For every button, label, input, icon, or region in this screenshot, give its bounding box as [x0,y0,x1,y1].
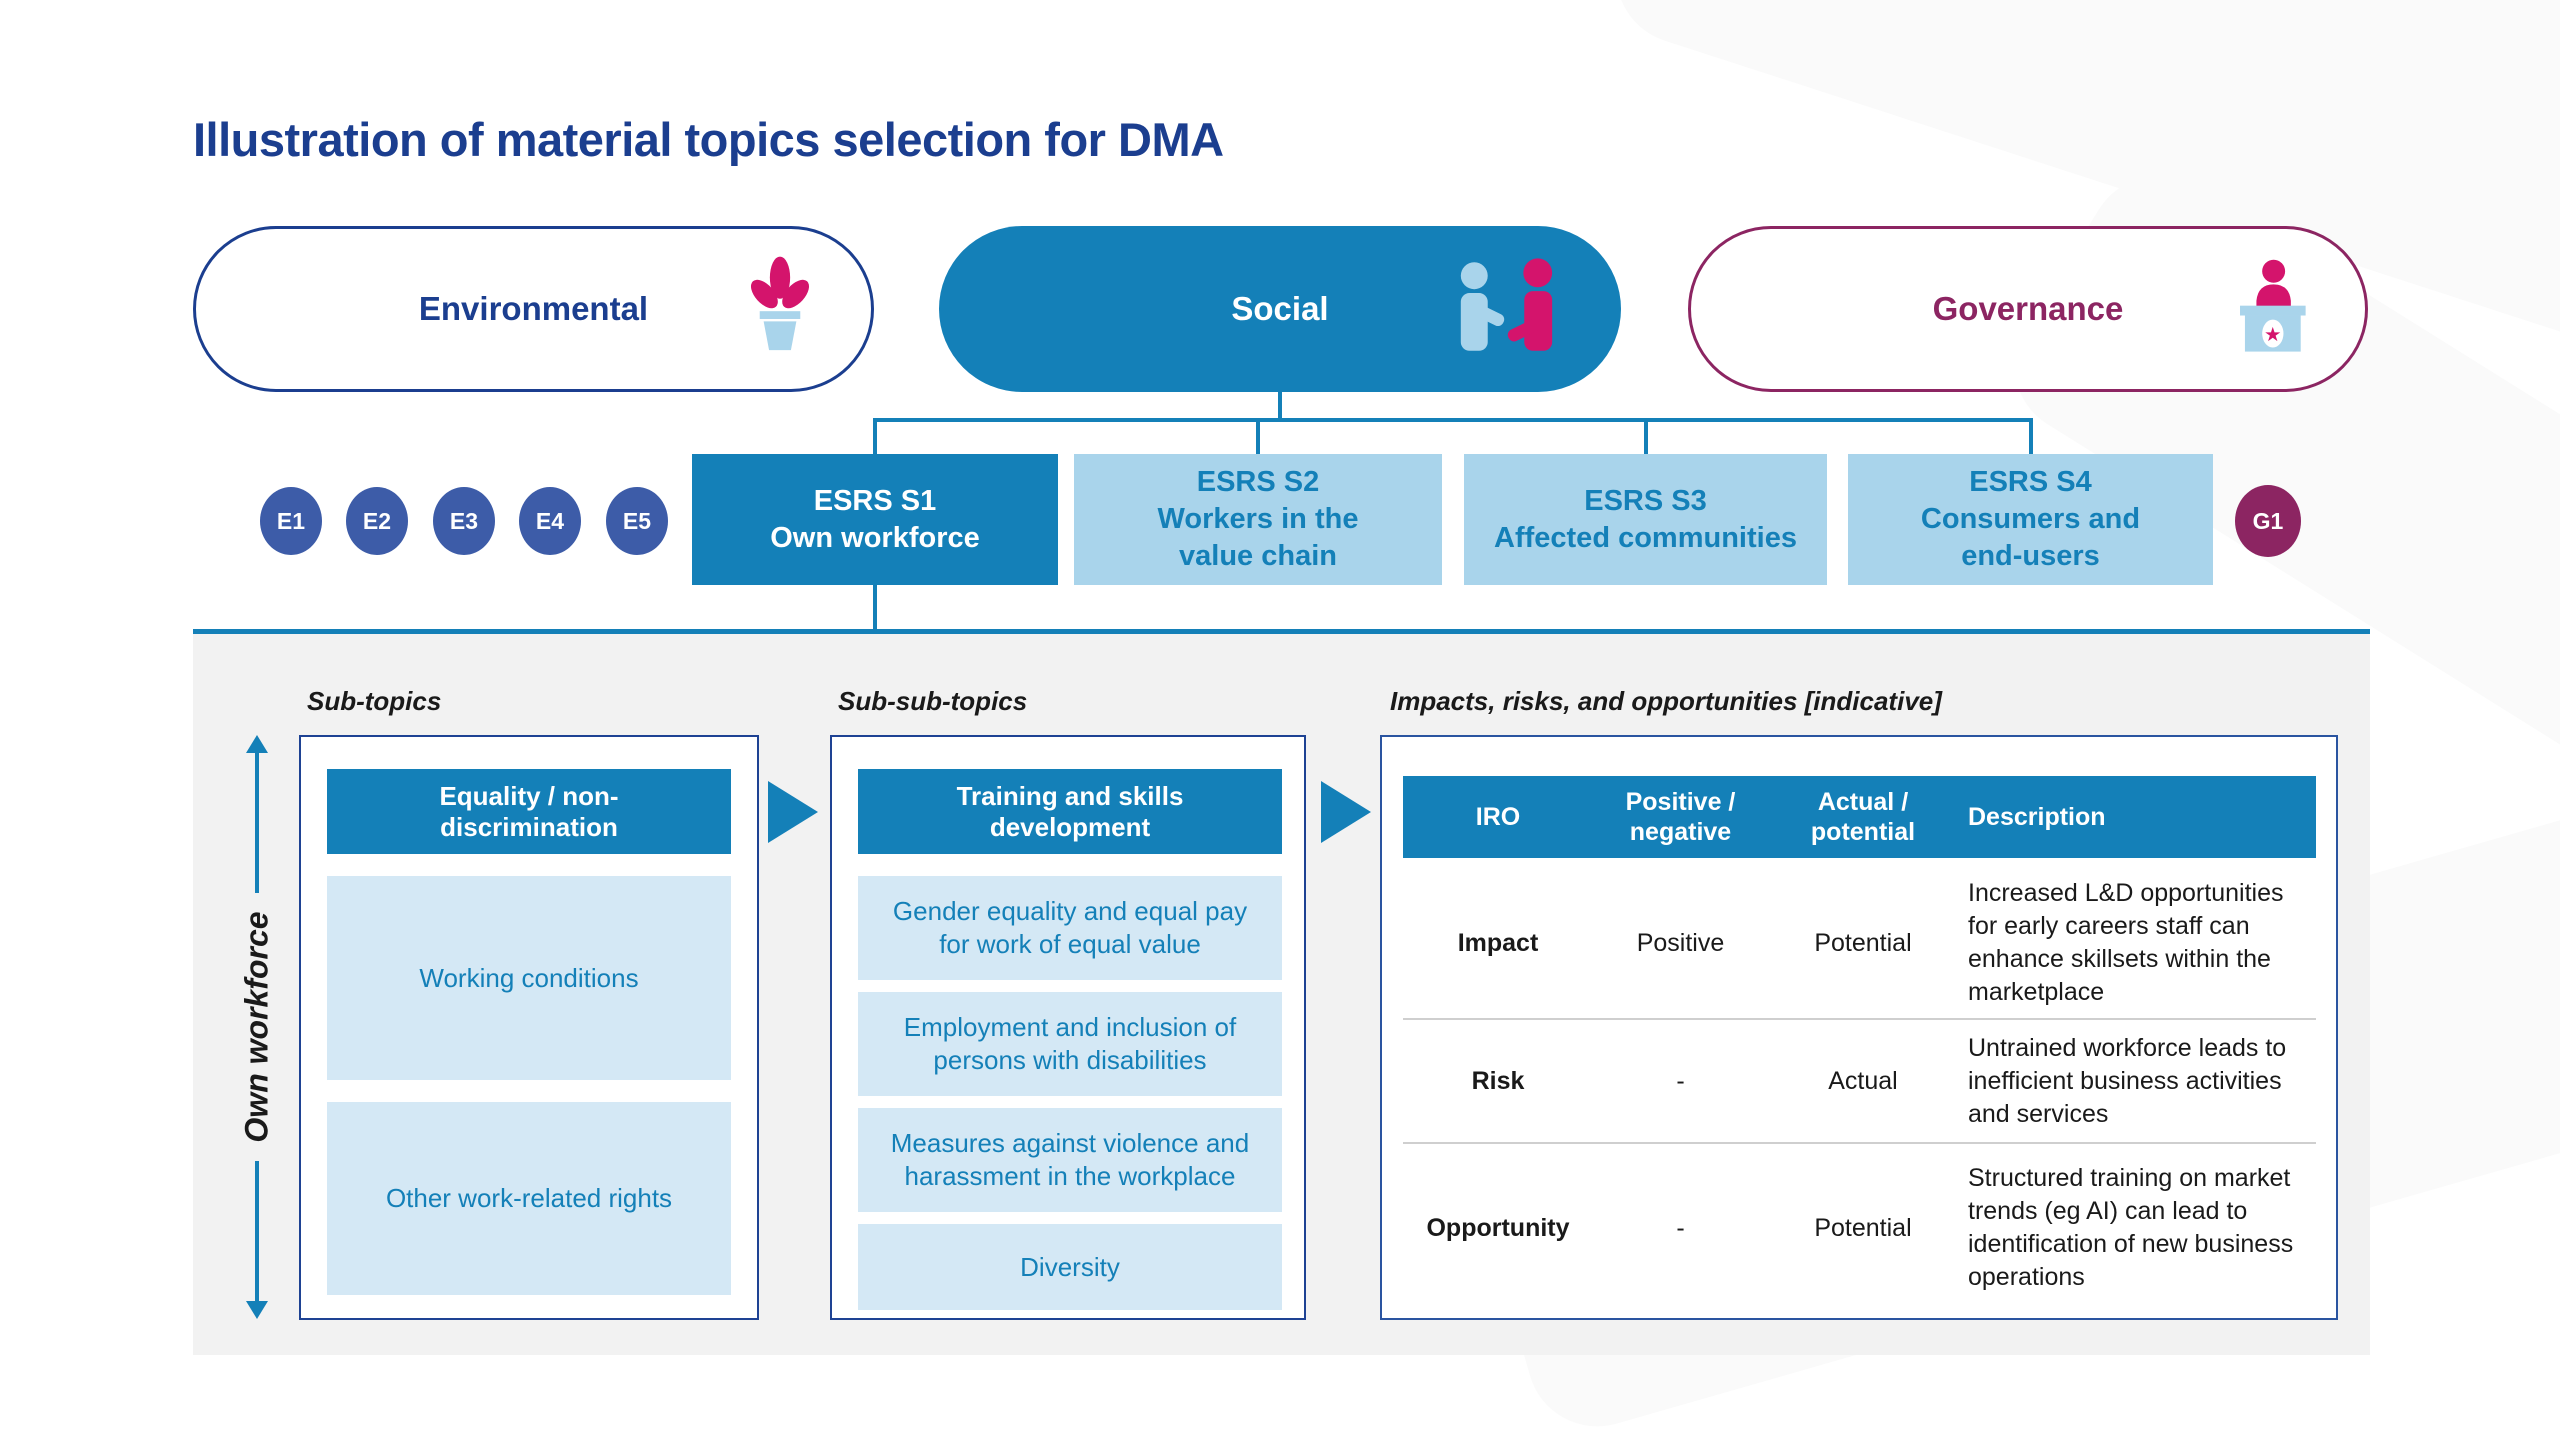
iro-col-header: Description [1958,802,2316,832]
esrs-s2-name: Workers in the value chain [1157,503,1359,572]
iro-col-header: Actual / potential [1768,787,1958,847]
pillar-environmental: Environmental [193,226,874,392]
subtopics-container: Equality / non-discrimination Working co… [299,735,759,1320]
badge-e2: E2 [346,487,408,555]
iro-table: IRO Positive / negative Actual / potenti… [1380,735,2338,1320]
badge-e1: E1 [260,487,322,555]
iro-table-row: Risk - Actual Untrained workforce leads … [1403,1020,2316,1142]
esrs-s3-box: ESRS S3 Affected communities [1464,454,1827,585]
subsubtopic-selected: Training and skills development [858,769,1282,854]
connector-drop-s3 [1644,422,1648,455]
badge-e3: E3 [433,487,495,555]
pillar-governance: Governance ★ [1688,226,2368,392]
connector-s1-to-panel [873,585,877,634]
iro-row-description: Structured training on market trends (eg… [1968,1164,2294,1291]
iro-row-description: Untrained workforce leads to inefficient… [1968,1033,2287,1128]
iro-row-type: Risk [1471,1066,1525,1095]
badge-e2-label: E2 [362,507,392,534]
iro-row-posneg: - [1676,1213,1685,1242]
page-title: Illustration of material topics selectio… [193,113,1224,166]
subsubtopic-item: Measures against violence and harassment… [858,1108,1282,1212]
iro-row-actpot: Potential [1814,928,1912,957]
axis-line-bottom [255,1161,259,1303]
badge-g1-label: G1 [2252,507,2284,534]
iro-col-header-label: Actual / potential [1810,788,1916,846]
handshake-people-icon [1443,257,1569,362]
iro-heading: Impacts, risks, and opportunities [indic… [1390,686,1942,716]
iro-col-header-label: IRO [1475,803,1521,831]
flow-arrow-icon [768,781,818,843]
subsubtopic-item: Diversity [858,1224,1282,1310]
iro-row-actpot: Actual [1828,1066,1898,1095]
row-separator [1403,1018,2316,1020]
esrs-s1-code: ESRS S1 [813,484,937,517]
iro-table-row: Opportunity - Potential Structured train… [1403,1144,2316,1312]
badge-e4: E4 [519,487,581,555]
connector-drop-s2 [1256,422,1260,455]
iro-row-type: Opportunity [1426,1213,1570,1242]
esrs-s2-code: ESRS S2 [1196,466,1320,498]
esrs-s4-box: ESRS S4 Consumers and end-users [1848,454,2213,585]
subtopic-item: Working conditions [327,876,731,1080]
iro-row-description: Increased L&D opportunities for early ca… [1968,879,2284,1006]
pillar-social-label: Social [1231,290,1329,327]
subtopic-selected: Equality / non-discrimination [327,769,731,854]
iro-table-header: IRO Positive / negative Actual / potenti… [1403,776,2316,858]
connector-drop-s1 [873,422,877,455]
pillar-social: Social [939,226,1621,392]
row-separator [1403,1142,2316,1144]
subsubtopic-item: Gender equality and equal pay for work o… [858,876,1282,980]
badge-g1: G1 [2235,485,2301,557]
esrs-s3-name: Affected communities [1494,521,1797,554]
badge-e1-label: E1 [276,507,306,534]
badge-e5: E5 [606,487,668,555]
subsubtopic-item: Employment and inclusion of persons with… [858,992,1282,1096]
subsubtopics-heading: Sub-sub-topics [838,686,1028,716]
svg-text:★: ★ [2264,324,2282,346]
esrs-s4-name: Consumers and end-users [1920,503,2141,572]
connector-horizontal [873,418,2033,422]
badge-e3-label: E3 [449,507,479,534]
esrs-s2-box: ESRS S2 Workers in the value chain [1074,454,1442,585]
iro-col-header-label: Positive / negative [1625,788,1736,846]
iro-row-type: Impact [1457,928,1539,957]
iro-col-header: Positive / negative [1593,787,1768,847]
iro-col-header-label: Description [1968,803,2106,831]
subtopic-item: Other work-related rights [327,1102,731,1295]
plant-in-pot-icon [741,255,819,364]
connector-drop-s4 [2029,422,2033,455]
axis-arrow-up-icon [246,735,268,753]
esrs-s3-code: ESRS S3 [1584,484,1707,517]
own-workforce-axis-label: Own workforce [238,911,275,1143]
person-at-podium-icon: ★ [2231,257,2313,362]
iro-row-posneg: - [1676,1066,1685,1095]
connector-social-stub [1278,392,1282,420]
iro-row-actpot: Potential [1814,1213,1912,1242]
pillar-governance-label: Governance [1932,290,2124,327]
badge-e5-label: E5 [622,507,652,534]
badge-e4-label: E4 [535,507,565,534]
pillar-environmental-label: Environmental [418,290,649,327]
esrs-s1-box: ESRS S1 Own workforce [692,454,1058,585]
subsubtopics-container: Training and skills development Gender e… [830,735,1306,1320]
iro-table-row: Impact Positive Potential Increased L&D … [1403,868,2316,1018]
iro-col-header: IRO [1403,802,1593,832]
esrs-s1-name: Own workforce [770,521,980,554]
axis-line-top [255,751,259,893]
flow-arrow-icon [1321,781,1371,843]
subtopics-heading: Sub-topics [307,686,442,716]
section-divider [193,629,2370,634]
axis-arrow-down-icon [246,1301,268,1319]
iro-row-posneg: Positive [1636,928,1725,957]
esrs-s4-code: ESRS S4 [1969,466,2092,498]
